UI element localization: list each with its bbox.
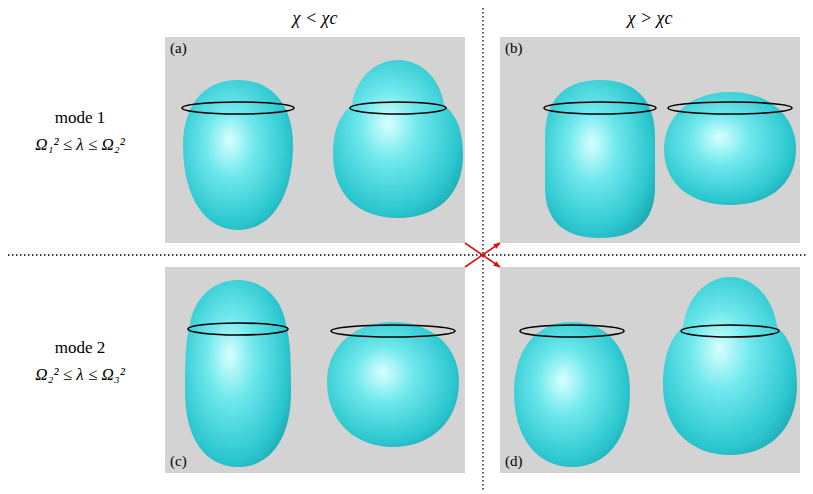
column-header: χ < χc [293,8,338,29]
contact-ring [188,323,288,335]
contact-ring [681,325,779,337]
figure-panel: (a) [165,37,465,243]
panel-ground [500,37,800,243]
drop-shape [185,280,291,467]
contact-ring [668,102,792,114]
dotted-dividers [8,8,806,492]
drop-shape [514,322,630,467]
contact-ring [544,102,656,114]
figure-panel: (c) [165,267,465,473]
drop-shape [183,80,293,230]
row-label: Ω₁² ≤ λ ≤ Ω₂² [35,135,125,155]
figure-panel: (b) [500,37,800,243]
shape-group [182,60,463,230]
panel-ground [165,37,465,243]
figure-panel: (d) [500,267,800,473]
shape-group [185,280,459,467]
drop-shape [333,60,463,218]
panel-ground [500,267,800,473]
drop-shape [545,80,655,238]
transition-arrow [465,243,500,267]
transition-arrow [465,243,500,267]
column-header: χ > χc [628,8,673,29]
panel-ground [165,267,465,473]
row-label: mode 1 [55,108,106,128]
panel-letter: (c) [165,450,465,473]
panel-letter: (b) [500,37,800,60]
divider-line [8,254,806,255]
divider-line [482,8,483,492]
row-label: Ω₂² ≤ λ ≤ Ω₃² [35,365,125,385]
contact-ring [350,102,446,114]
row-label: mode 2 [55,338,106,358]
panel-letter: (a) [165,37,465,60]
contact-ring [520,325,624,337]
shape-group [544,80,796,238]
drop-shape [664,92,796,205]
contact-ring [331,325,455,337]
panel-letter: (d) [500,450,800,473]
drop-shape [327,322,459,447]
shape-group [514,277,797,467]
drop-shape [663,277,797,455]
contact-ring [182,102,294,114]
